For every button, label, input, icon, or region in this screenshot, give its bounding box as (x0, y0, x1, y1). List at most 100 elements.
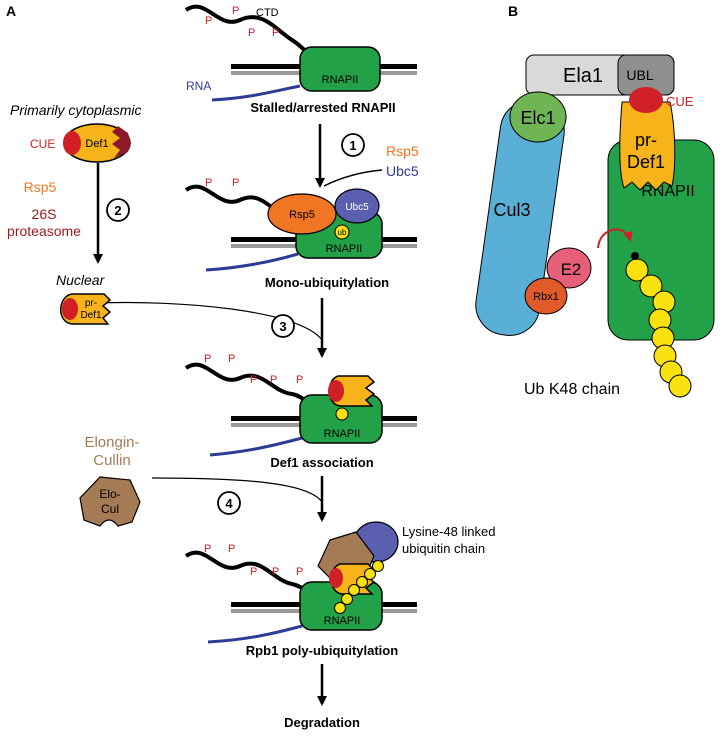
rsp5-label: Rsp5 (386, 143, 419, 159)
rnapii-label: RNAPII (322, 74, 359, 86)
ubc5-label: Ubc5 (386, 163, 419, 179)
phospho-label: P (232, 177, 239, 189)
elo-label-1: Elo- (99, 487, 120, 501)
e2-label: E2 (561, 260, 582, 279)
stage-stalled-title: Stalled/arrested RNAPII (250, 100, 395, 115)
pr-def1-label-2: Def1 (80, 310, 102, 321)
lys48-label-1: Lysine-48 linked (402, 524, 495, 539)
rnapii-label: RNAPII (324, 615, 361, 627)
cue-domain (629, 87, 663, 113)
ub-label: ub (338, 228, 347, 237)
step4-branch (151, 477, 323, 503)
degradation-title: Degradation (284, 715, 360, 730)
phospho-label: P (296, 566, 303, 578)
cue-domain (328, 380, 344, 402)
elc1-label: Elc1 (520, 108, 555, 128)
cue-domain (62, 298, 78, 320)
rsp5-protein-label: Rsp5 (289, 209, 315, 221)
step1-branch (323, 169, 383, 187)
panel-a-label: A (6, 3, 16, 19)
phospho-label: P (232, 5, 239, 17)
rna-strand (211, 84, 301, 102)
elo-label-2: Cul (101, 502, 119, 516)
ubiquitin-k48-chain (625, 252, 692, 398)
def1-cytoplasmic: Def1 (63, 123, 131, 163)
elongin-cullin-complex: Elo- Cul (79, 476, 141, 527)
rsp5-step2-label: Rsp5 (24, 179, 57, 195)
stage-poly-ub: P P P P P RNAPII Lysine-48 linked ubiqui… (184, 521, 495, 658)
ubiquitin-icon (334, 224, 350, 240)
proteasome-label-1: 26S (32, 206, 57, 222)
ubiquitin-icon (335, 407, 349, 421)
cue-b-label: CUE (666, 94, 694, 109)
ub-k48-chain-label: Ub K48 chain (524, 381, 620, 398)
elongin-label-2: Cullin (93, 452, 131, 469)
elongin-label-1: Elongin- (84, 434, 139, 451)
elo-cul-protein (79, 476, 141, 527)
step3-circle (271, 314, 295, 338)
stage-def1-assoc-title: Def1 association (270, 455, 373, 470)
step1-number: 1 (349, 138, 356, 153)
step4-number: 4 (225, 496, 233, 511)
def1-c-terminal (112, 126, 131, 158)
phospho-label: P (296, 374, 303, 386)
ctd-label: CTD (256, 7, 279, 19)
proteasome-label-2: proteasome (7, 223, 81, 239)
cue-domain (329, 568, 343, 588)
cue-label: CUE (30, 137, 55, 151)
nuclear-label: Nuclear (56, 272, 106, 288)
rna-label: RNA (186, 79, 211, 93)
pr-def1-label-1: pr- (85, 298, 97, 309)
rbx1-label: Rbx1 (533, 291, 559, 303)
panel-b-label: B (508, 3, 518, 19)
rna-strand (207, 624, 303, 644)
cul3-label: Cul3 (493, 200, 530, 220)
pr-def1-protein (619, 101, 676, 191)
e2-protein (546, 247, 592, 289)
rna-strand (205, 252, 299, 272)
def1-label: Def1 (85, 138, 108, 150)
phospho-label: P (248, 27, 255, 39)
rnapii-label: RNAPII (324, 428, 361, 440)
rnapii-b-label: RNAPII (641, 183, 694, 200)
step2-number: 2 (114, 203, 121, 218)
pr-def1-b-label-1: pr- (635, 130, 657, 150)
stage-poly-ub-title: Rpb1 poly-ubiquitylation (246, 643, 398, 658)
ubl-label: UBL (626, 67, 653, 83)
pr-def1-nuclear: pr- Def1 (60, 293, 112, 325)
stage-stalled: P P P P CTD RNAPII RNA Stalled/arrested … (184, 4, 417, 115)
step2-circle (106, 198, 130, 222)
phospho-label: P (272, 566, 279, 578)
step3-number: 3 (279, 319, 286, 334)
step3-branch (95, 301, 323, 341)
rsp5-protein (267, 193, 337, 235)
rnapii-label: RNAPII (326, 243, 363, 255)
elc1-protein (509, 91, 567, 143)
primarily-cytoplasmic-label: Primarily cytoplasmic (10, 102, 141, 118)
lys48-label-2: ubiquitin chain (402, 541, 485, 556)
ubc5-protein-label: Ubc5 (345, 202, 369, 213)
phospho-label: P (270, 374, 277, 386)
transfer-arrow (597, 228, 633, 249)
phospho-label: P (228, 543, 235, 555)
stage-def1-assoc: P P P P P RNAPII Def1 association (184, 353, 417, 470)
phospho-label: P (204, 353, 211, 365)
phospho-label: P (228, 353, 235, 365)
pr-def1-b-label-2: Def1 (627, 152, 665, 172)
phospho-label: P (205, 15, 212, 27)
phospho-label: P (250, 566, 257, 578)
ubiquitin-chain (334, 560, 384, 614)
panel-b: Ela1 UBL Cul3 Elc1 RNAPII CUE pr- Def1 E… (475, 54, 715, 398)
ela1-label: Ela1 (563, 65, 603, 87)
stage-mono-ub: P P RNAPII Rsp5 Ubc5 ub Mono-ubiquitylat… (184, 177, 417, 290)
rnapii-body (299, 46, 381, 92)
rna-strand (209, 436, 303, 457)
stage-mono-ub-title: Mono-ubiquitylation (265, 275, 389, 290)
phospho-label: P (250, 374, 257, 386)
step1-circle (341, 133, 365, 157)
step4-circle (217, 491, 241, 515)
phospho-label: P (272, 27, 279, 39)
phospho-label: P (204, 543, 211, 555)
